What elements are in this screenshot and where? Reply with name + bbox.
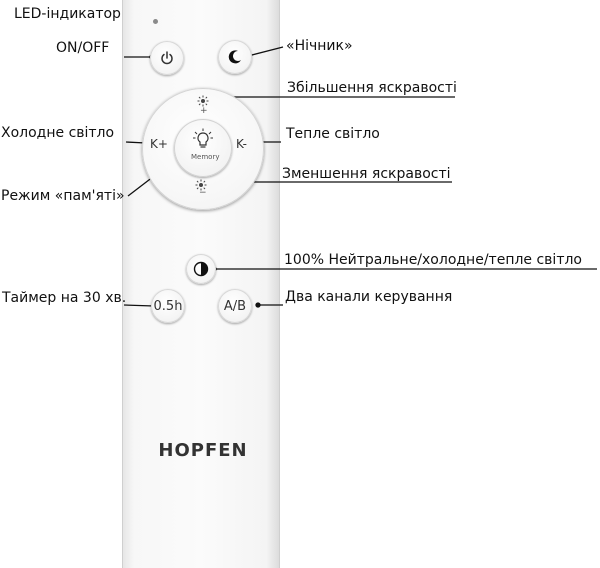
led-indicator (153, 19, 158, 24)
label-led: LED-індикатор (14, 6, 121, 22)
brand-logo: HOPFEN (158, 440, 248, 461)
label-channels: Два канали керування (285, 289, 453, 305)
sun-icon (197, 95, 209, 107)
timer-button[interactable]: 0.5h (151, 289, 185, 323)
label-brightness-up: Збільшення яскравості (287, 80, 457, 96)
label-on-off: ON/OFF (56, 40, 110, 56)
ab-channel-button[interactable]: A/B (218, 289, 252, 323)
moon-icon (228, 50, 241, 64)
label-night: «Нічник» (286, 38, 353, 54)
neutral-light-button[interactable] (186, 254, 216, 284)
half-circle-icon (193, 261, 209, 277)
label-neutral-light: 100% Нейтральне/холодне/тепле світло (284, 252, 582, 268)
label-brightness-down: Зменшення яскравості (282, 166, 451, 182)
power-icon (161, 51, 173, 65)
brightness-up-button[interactable] (193, 92, 213, 116)
brightness-down-button[interactable] (195, 176, 207, 195)
sun-icon (195, 179, 207, 191)
bulb-icon (192, 128, 214, 156)
k-minus-button[interactable]: K- (236, 137, 247, 151)
label-warm-light: Тепле світло (286, 126, 380, 142)
k-plus-button[interactable]: K+ (150, 137, 168, 151)
label-memory-mode: Режим «пам'яті» (1, 188, 125, 204)
label-timer: Таймер на 30 хв. (2, 290, 127, 306)
label-cold-light: Холодне світло (1, 125, 115, 141)
minus-mark: − (199, 188, 207, 198)
memory-label: Memory (191, 153, 220, 161)
power-button[interactable] (150, 41, 184, 75)
plus-mark: + (200, 106, 208, 116)
night-light-button[interactable] (218, 40, 252, 74)
